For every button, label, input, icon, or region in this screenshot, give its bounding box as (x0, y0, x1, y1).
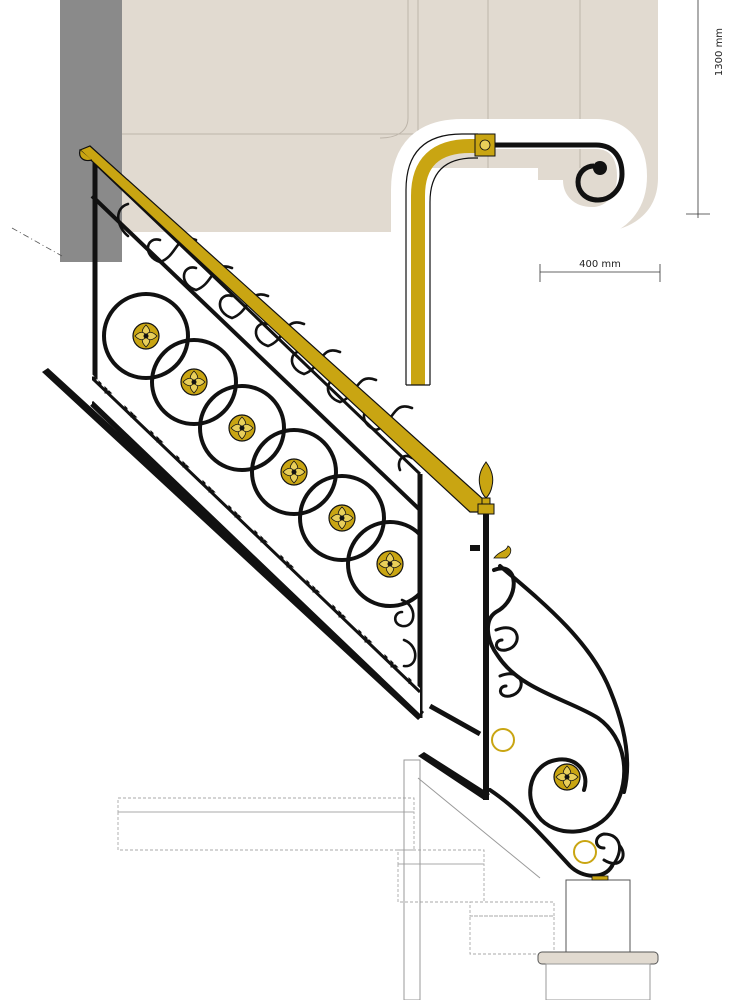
decorative-ring (573, 840, 597, 864)
panel-rosettes (132, 322, 404, 578)
wall-section (60, 0, 122, 262)
volute-plan (495, 142, 625, 203)
decorative-ring (491, 728, 515, 752)
stair-stringer (42, 368, 659, 1000)
volute-rosette-icon (553, 763, 581, 791)
panel-connector (428, 703, 482, 737)
stone-landing (122, 0, 418, 232)
rosette-icon (180, 368, 208, 396)
gold-bird-ornament (493, 545, 512, 559)
volute-base-fixing (591, 875, 609, 881)
bottom-step-riser (545, 963, 651, 1000)
volute-elevation (486, 564, 630, 878)
finial-collar (481, 497, 491, 505)
height-dimension: 1300 mm (686, 0, 725, 218)
bottom-step-nosing (537, 951, 659, 965)
greek-band-bottom-rail (90, 402, 422, 720)
rosette-icon (328, 504, 356, 532)
newel-post (428, 461, 597, 864)
step-edge (417, 777, 541, 879)
stone-edge (379, 0, 409, 139)
newel-base-stone (565, 879, 631, 953)
width-dimension: 400 mm (539, 259, 661, 282)
rosette-icon (376, 550, 404, 578)
volute-plan-eye (593, 161, 607, 175)
height-dimension-label: 1300 mm (714, 28, 725, 76)
stone-step-block (403, 759, 421, 1000)
newel-cap (477, 503, 495, 515)
step-outlines-dashed (117, 797, 555, 955)
rosette-icon (280, 458, 308, 486)
newel-cap-rosette (479, 139, 491, 151)
rosette-icon (132, 322, 160, 350)
panel-end-scrolls (393, 598, 417, 668)
handrail-plan-edge (429, 157, 478, 385)
plan-view (60, 0, 658, 386)
handrail-plan-gold (411, 139, 488, 385)
reference-line (11, 227, 63, 257)
circle-band (102, 292, 420, 608)
handrail-plan-edge (405, 133, 478, 385)
rosette-icon (228, 414, 256, 442)
scroll-band (116, 202, 414, 472)
newel-finial (478, 461, 494, 499)
width-dimension-label: 400 mm (579, 259, 621, 270)
